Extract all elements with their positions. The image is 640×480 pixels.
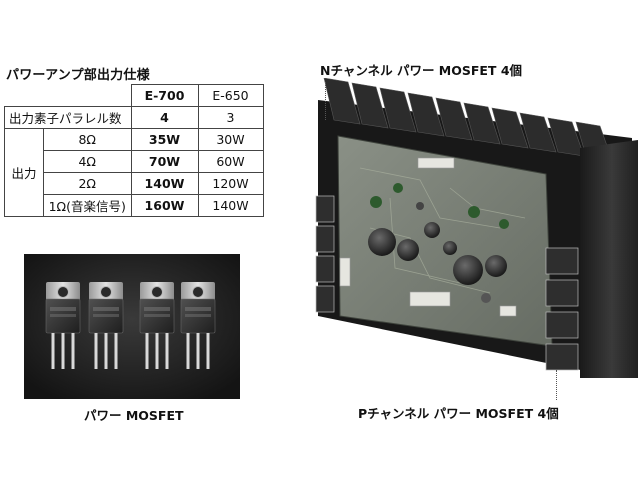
spec-title: パワーアンプ部出力仕様 <box>6 68 150 83</box>
header-e650: E-650 <box>197 84 264 107</box>
table-row: 出力素子パラレル数 4 3 <box>4 106 264 129</box>
cell-value: 30W <box>197 128 264 151</box>
cell-value: 35W <box>130 128 199 151</box>
cell-value: 60W <box>197 150 264 173</box>
parallel-label: 出力素子パラレル数 <box>4 106 132 129</box>
header-e700: E-700 <box>130 84 199 107</box>
table-row: 出力 8Ω 35W 30W <box>4 128 264 217</box>
amplifier-photo <box>300 77 640 398</box>
output-group-label: 出力 <box>4 128 44 217</box>
cell-value: 140W <box>197 194 264 217</box>
table-header-row: E-700 E-650 <box>4 84 264 107</box>
cell-value: 4 <box>130 106 199 129</box>
cell-value: 70W <box>130 150 199 173</box>
p-channel-caption: Pチャンネル パワー MOSFET 4個 <box>358 406 559 421</box>
table-row: 2Ω 140W 120W <box>5 172 264 195</box>
load-label: 8Ω <box>43 128 132 151</box>
table-row: 4Ω 70W 60W <box>5 150 264 173</box>
cell-value: 3 <box>197 106 264 129</box>
n-channel-caption: Nチャンネル パワー MOSFET 4個 <box>320 63 523 78</box>
mosfet-photo-caption: パワー MOSFET <box>84 408 184 423</box>
load-label: 4Ω <box>43 150 132 173</box>
load-label: 2Ω <box>43 172 132 195</box>
cell-value: 120W <box>197 172 264 195</box>
amplifier-heatsink-pcb-image <box>315 77 638 378</box>
mosfet-photo <box>24 254 240 399</box>
p-channel-leader-line <box>556 370 557 400</box>
table-row: 1Ω(音楽信号) 160W 140W <box>5 194 264 217</box>
cell-value: 160W <box>130 194 199 217</box>
output-spec-table: E-700 E-650 出力素子パラレル数 4 3 出力 8Ω 35W 30W … <box>4 84 264 217</box>
cell-value: 140W <box>130 172 199 195</box>
load-label: 1Ω(音楽信号) <box>43 194 132 217</box>
n-channel-leader-line <box>325 82 326 120</box>
mosfet-transistors-image <box>24 254 240 399</box>
